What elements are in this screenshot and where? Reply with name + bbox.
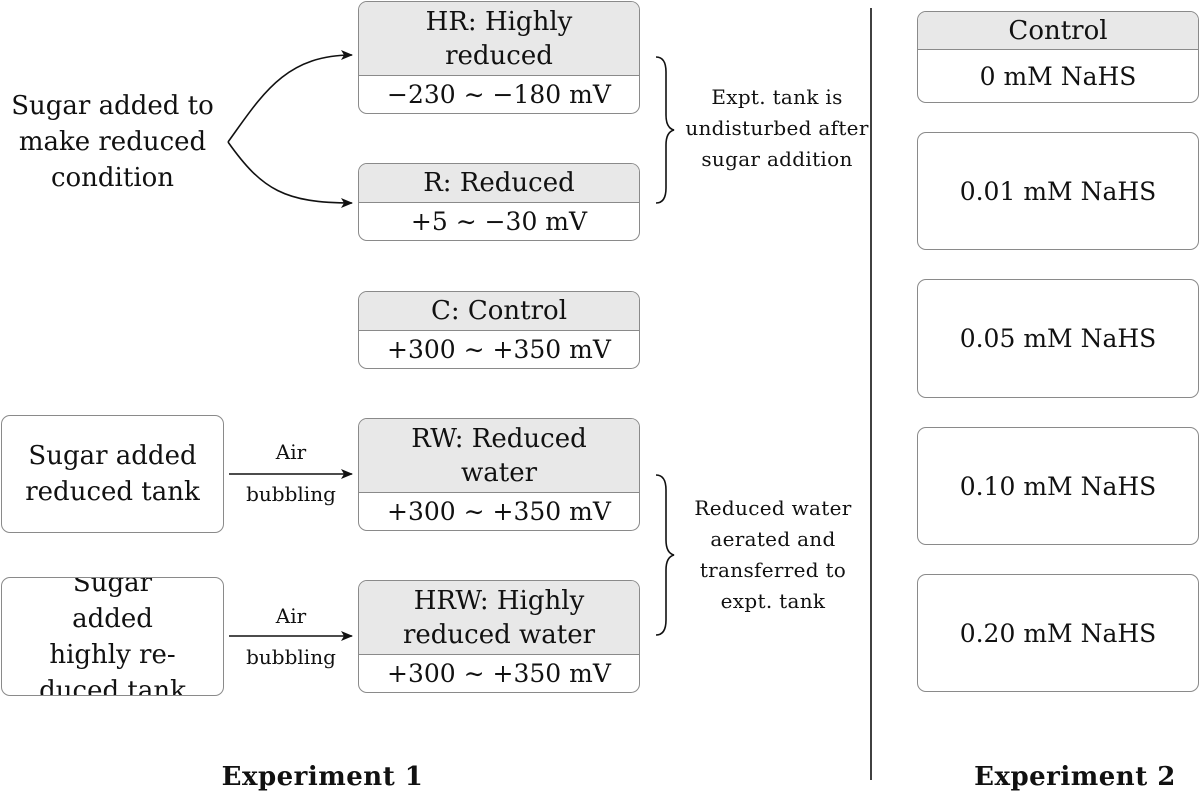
- r-tank-value: +5 ∼ −30 mV: [410, 207, 588, 236]
- treatment-value-4: 0.20 mM NaHS: [959, 618, 1157, 648]
- treatment-value-3: 0.10 mM NaHS: [959, 471, 1157, 501]
- c-tank-box: C: Control +300 ∼ +350 mV: [358, 291, 640, 369]
- brace-bottom: [655, 474, 675, 636]
- rw-tank-box: RW: Reduced water +300 ∼ +350 mV: [358, 418, 640, 531]
- hrw-source-box: Sugar added highly re-duced tank: [1, 577, 224, 696]
- hrw-tank-label: HRW: Highly reduced water: [359, 581, 639, 655]
- r-tank-label: R: Reduced: [359, 164, 639, 203]
- rw-tank-value: +300 ∼ +350 mV: [387, 497, 611, 526]
- hrw-tank-value: +300 ∼ +350 mV: [387, 659, 611, 688]
- bubbling-label-rw: bubbling: [246, 482, 336, 506]
- control-label: Control: [918, 12, 1198, 50]
- air-label-hrw: Air: [275, 604, 307, 628]
- rw-tank-label: RW: Reduced water: [359, 419, 639, 493]
- experiment1-title: Experiment 1: [221, 762, 424, 792]
- hrw-tank-box: HRW: Highly reduced water +300 ∼ +350 mV: [358, 580, 640, 693]
- experiment2-title: Experiment 2: [974, 762, 1176, 792]
- control-value: 0 mM NaHS: [979, 61, 1137, 91]
- c-tank-value: +300 ∼ +350 mV: [387, 335, 611, 364]
- treatment-value-1: 0.01 mM NaHS: [959, 176, 1157, 206]
- r-tank-box: R: Reduced +5 ∼ −30 mV: [358, 163, 640, 241]
- hr-tank-value: −230 ∼ −180 mV: [387, 80, 611, 109]
- hr-tank-box: HR: Highly reduced −230 ∼ −180 mV: [358, 1, 640, 114]
- control-box: Control 0 mM NaHS: [917, 11, 1199, 103]
- treatment-box-2: 0.05 mM NaHS: [917, 279, 1199, 398]
- note-aerated: Reduced water aerated and transferred to…: [694, 496, 852, 613]
- treatment-box-1: 0.01 mM NaHS: [917, 132, 1199, 250]
- brace-top: [655, 56, 675, 204]
- air-label-rw: Air: [275, 440, 307, 464]
- hr-tank-label: HR: Highly reduced: [359, 2, 639, 76]
- treatment-box-3: 0.10 mM NaHS: [917, 427, 1199, 545]
- arrow-to-r: [227, 141, 353, 208]
- bubbling-label-hrw: bubbling: [246, 645, 336, 669]
- c-tank-label: C: Control: [359, 292, 639, 331]
- note-undisturbed: Expt. tank is undisturbed after sugar ad…: [685, 85, 869, 171]
- arrow-to-hr: [227, 50, 353, 143]
- rw-source-text: Sugar added reduced tank: [25, 441, 200, 507]
- hrw-source-text: Sugar added highly re-duced tank: [39, 577, 186, 696]
- sugar-source-text: Sugar added to make reduced condition: [11, 91, 214, 193]
- rw-source-box: Sugar added reduced tank: [1, 415, 224, 533]
- treatment-value-2: 0.05 mM NaHS: [959, 324, 1157, 353]
- treatment-box-4: 0.20 mM NaHS: [917, 574, 1199, 692]
